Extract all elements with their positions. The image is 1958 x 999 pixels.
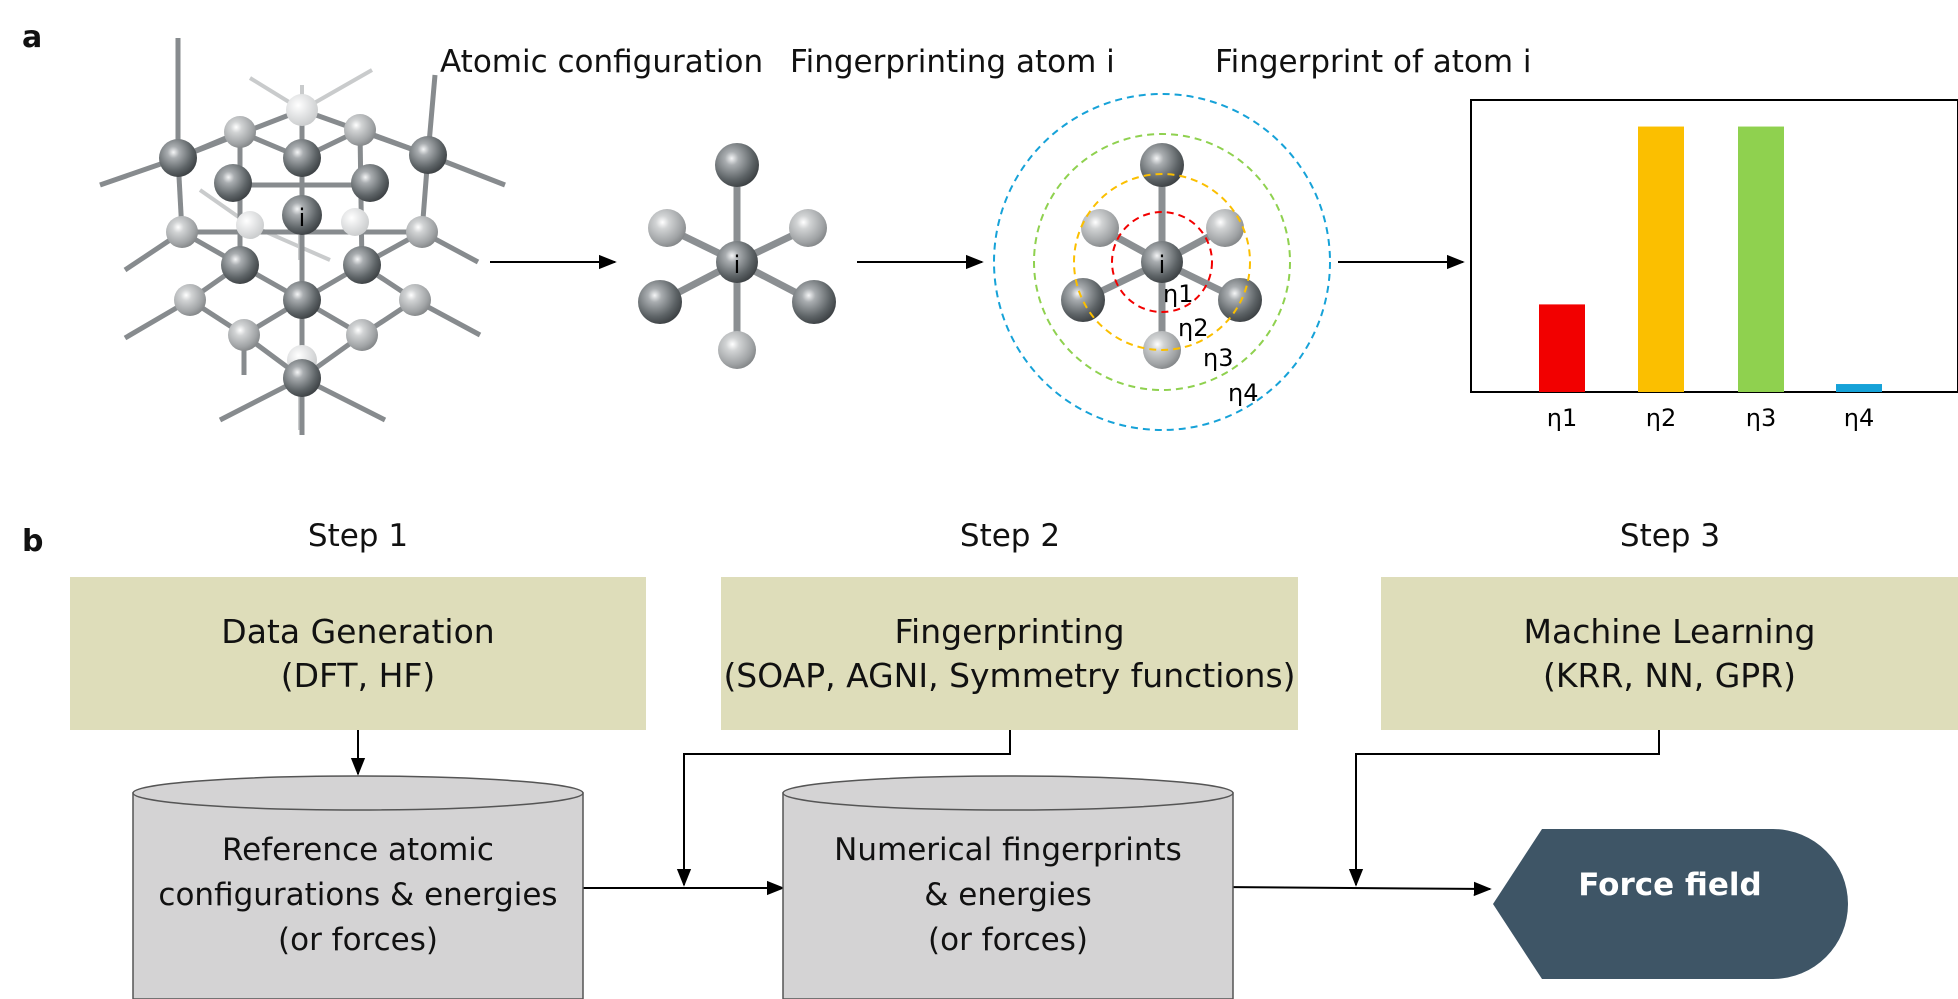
atom-sphere (228, 319, 260, 351)
atom-sphere (166, 216, 198, 248)
atom-sphere (224, 116, 256, 148)
step1-box: Data Generation (DFT, HF) (70, 577, 646, 730)
chart-frame (1470, 99, 1958, 393)
step1-subtitle: (DFT, HF) (280, 655, 436, 695)
step3-box: Machine Learning (KRR, NN, GPR) (1381, 577, 1958, 730)
atom-sphere (1081, 209, 1119, 247)
shell-label-eta1: η1 (1163, 280, 1193, 308)
fingerprints-database-line: (or forces) (928, 922, 1088, 958)
atom-sphere (286, 94, 318, 126)
atom-sphere (283, 139, 321, 177)
bar-1 (1539, 304, 1585, 392)
atom-sphere (718, 331, 756, 369)
crystal-lattice: i (99, 38, 506, 435)
atom-sphere (406, 216, 438, 248)
atom-sphere (343, 246, 381, 284)
atom-sphere (409, 136, 447, 174)
atom-sphere (341, 208, 369, 236)
central-atom-sphere (716, 241, 758, 283)
bar-2 (1638, 126, 1684, 392)
database-cylinder-fingerprints (782, 775, 1234, 999)
atom-sphere (789, 209, 827, 247)
title-fingerprinting-atom: Fingerprinting atom i (790, 44, 1115, 80)
arrow-step3-to-flow (1348, 730, 1660, 887)
atom-sphere (346, 319, 378, 351)
step2-label: Step 2 (959, 518, 1061, 554)
reference-database-text: Reference atomic configurations & energi… (133, 828, 583, 963)
atom-sphere (1218, 278, 1262, 322)
fingerprint-bar-chart: η1 η2 η3 η4 (1470, 99, 1958, 432)
force-field-label: Force field (1578, 867, 1762, 903)
panel-b-label: b (22, 524, 44, 559)
force-field-shape (1493, 829, 1848, 979)
atom-sphere (1061, 278, 1105, 322)
atom-sphere (351, 164, 389, 202)
fingerprints-database-line: & energies (924, 877, 1092, 913)
cutoff-circle-eta4 (993, 93, 1331, 431)
reference-database-line: configurations & energies (158, 877, 558, 913)
step1-title: Data Generation (221, 611, 495, 651)
atomic-configuration-molecule: i (638, 143, 836, 369)
cutoff-circle-eta2 (1073, 173, 1251, 351)
atom-sphere (174, 284, 206, 316)
flow-connectors (350, 730, 1660, 897)
atom-sphere (715, 143, 759, 187)
atom-sphere (159, 139, 197, 177)
arrow-fingerprints-to-force-field (1217, 881, 1492, 897)
step2-subtitle: (SOAP, AGNI, Symmetry functions) (723, 655, 1296, 695)
reference-database-line: Reference atomic (222, 832, 494, 868)
title-atomic-configuration: Atomic configuration (440, 44, 764, 80)
atom-sphere (648, 209, 686, 247)
atom-sphere (236, 211, 264, 239)
step2-title: Fingerprinting (894, 611, 1125, 651)
cutoff-circle-eta1 (1111, 211, 1213, 313)
fingerprints-database-line: Numerical fingerprints (834, 832, 1182, 868)
bar-3 (1738, 126, 1784, 392)
x-tick-label: η4 (1844, 404, 1874, 432)
atom-sphere (1140, 143, 1184, 187)
step3-subtitle: (KRR, NN, GPR) (1543, 655, 1796, 695)
atom-sphere (1206, 209, 1244, 247)
fingerprinting-diagram: i η1 η2 η3 η4 (993, 93, 1331, 431)
atom-sphere (344, 114, 376, 146)
shell-label-eta2: η2 (1178, 314, 1208, 342)
atom-sphere (214, 164, 252, 202)
bar-4 (1836, 384, 1882, 392)
cutoff-circle-eta3 (1033, 133, 1291, 391)
step2-box: Fingerprinting (SOAP, AGNI, Symmetry fun… (721, 577, 1298, 730)
arrow-step2-to-flow (676, 730, 1011, 887)
atom-sphere (221, 246, 259, 284)
reference-database-line: (or forces) (278, 922, 438, 958)
x-tick-label: η2 (1646, 404, 1676, 432)
atom-sphere (283, 359, 321, 397)
central-atom-sphere (282, 195, 322, 235)
step3-label: Step 3 (1619, 518, 1721, 554)
shell-label-eta4: η4 (1228, 379, 1258, 407)
configuration-atom-label: i (734, 251, 741, 279)
atom-sphere (283, 281, 321, 319)
fingerprints-database-text: Numerical fingerprints & energies (or fo… (783, 828, 1233, 963)
x-tick-label: η3 (1746, 404, 1776, 432)
atom-sphere (399, 284, 431, 316)
shell-label-eta3: η3 (1203, 344, 1233, 372)
central-atom-sphere (1141, 241, 1183, 283)
step1-label: Step 1 (307, 518, 409, 554)
lattice-atom-label: i (299, 204, 306, 232)
title-fingerprint-of-atom: Fingerprint of atom i (1215, 44, 1532, 80)
fingerprinting-atom-label: i (1159, 251, 1166, 279)
database-cylinder-reference (132, 775, 584, 999)
panel-a-label: a (22, 20, 43, 55)
step3-title: Machine Learning (1523, 611, 1816, 651)
x-tick-label: η1 (1547, 404, 1577, 432)
atom-sphere (792, 280, 836, 324)
atom-sphere (638, 280, 682, 324)
